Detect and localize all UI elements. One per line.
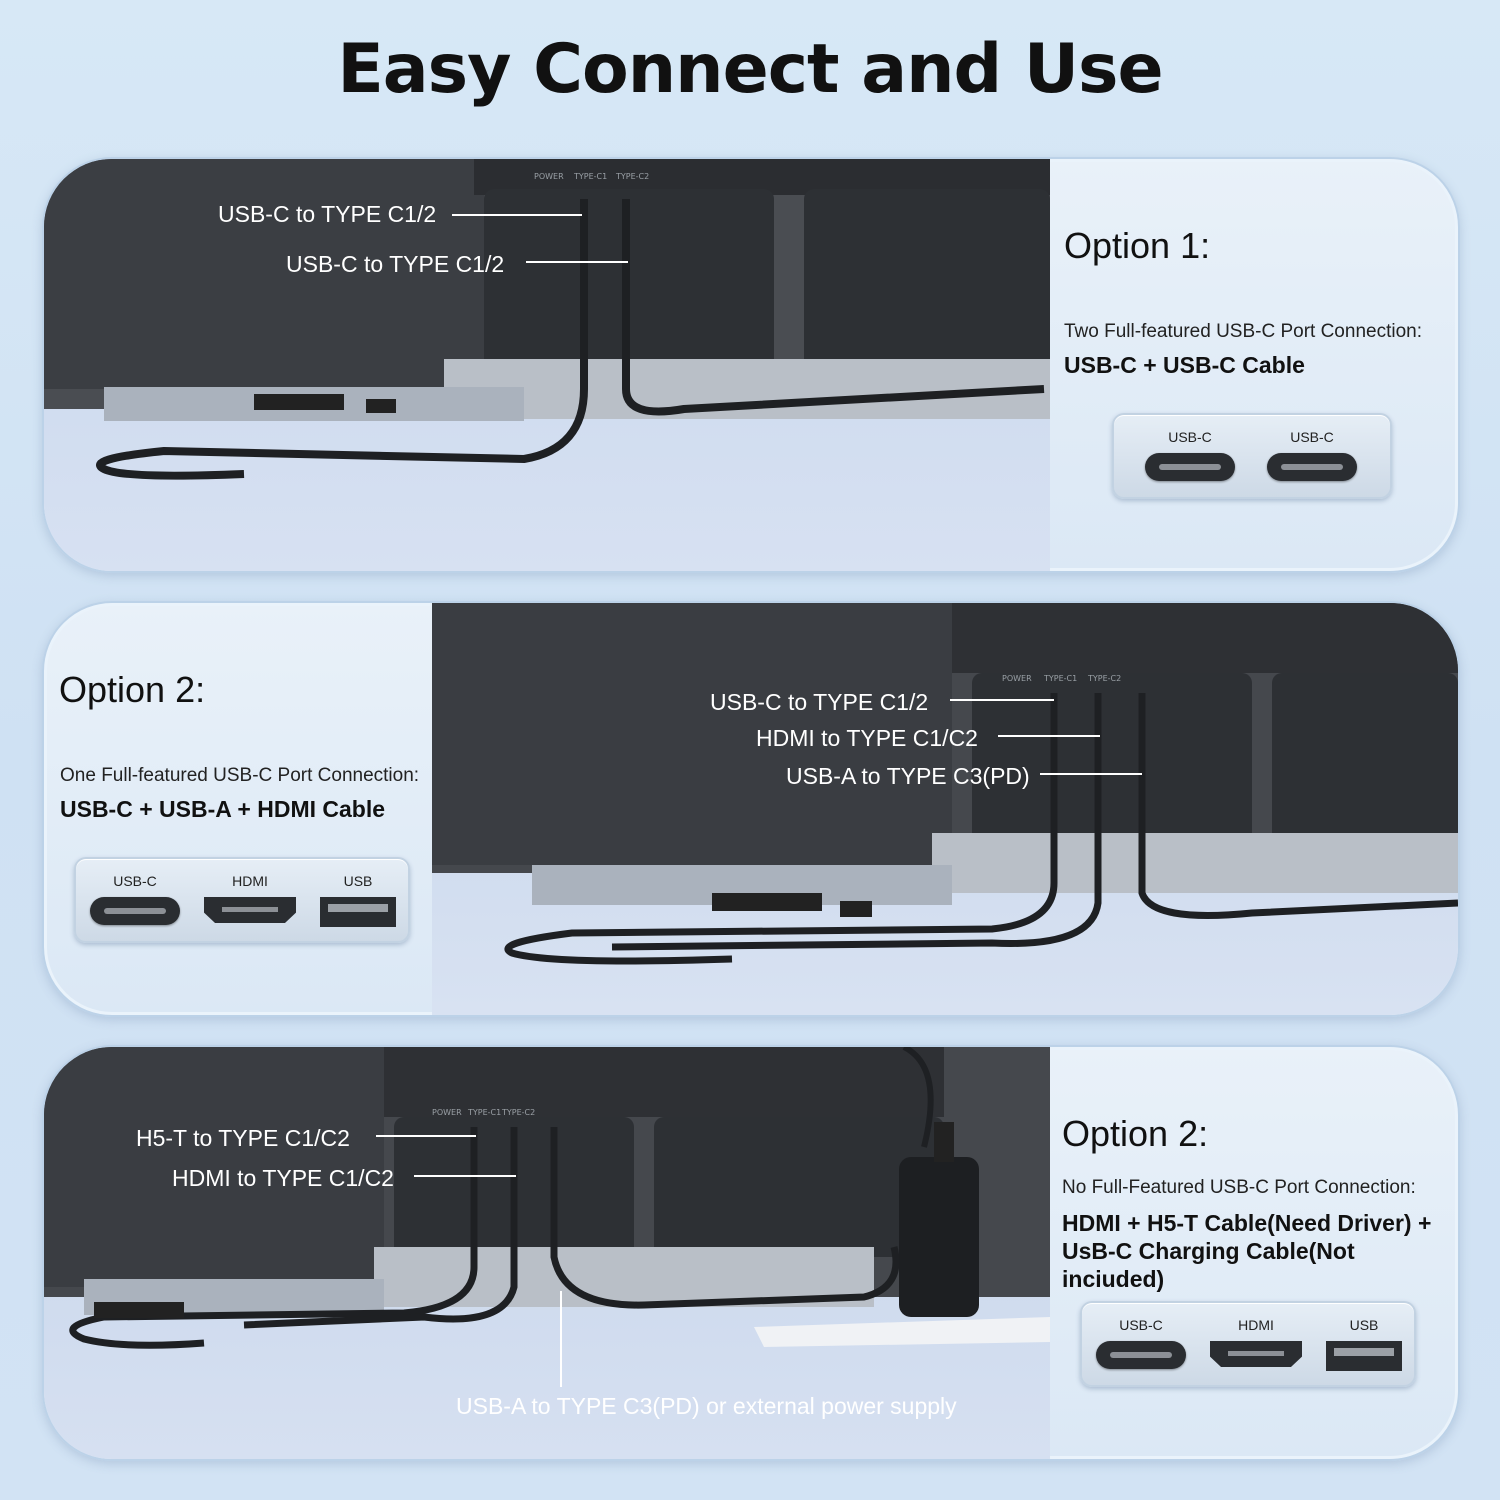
option-1-card: POWER TYPE-C1 TYPE-C2 USB-C to TYPE C1/2… bbox=[42, 157, 1460, 573]
callout-leader-2 bbox=[998, 735, 1100, 737]
callout-usb-a: USB-A to TYPE C3(PD) bbox=[786, 763, 1030, 789]
port-label: USB-C bbox=[1290, 429, 1334, 445]
usb-c-port-icon bbox=[1096, 1341, 1186, 1369]
port-label: USB-C bbox=[113, 873, 157, 889]
hdmi-port-icon bbox=[1210, 1341, 1302, 1367]
option-1-photo: POWER TYPE-C1 TYPE-C2 bbox=[44, 159, 1050, 571]
device-label-power: POWER bbox=[534, 172, 564, 181]
port-usb-a: USB bbox=[308, 873, 408, 927]
port-label: HDMI bbox=[1238, 1317, 1274, 1333]
option-3-card: POWER TYPE-C1 TYPE-C2 H5-T to TYPE C1/C2… bbox=[42, 1045, 1460, 1461]
callout-usb-c-1: USB-C to TYPE C1/2 bbox=[218, 201, 437, 227]
option-2-port-panel: USB-C HDMI USB bbox=[74, 857, 410, 943]
callout-leader-3 bbox=[560, 1291, 562, 1387]
usb-c-port-icon bbox=[1267, 453, 1357, 481]
port-label: USB bbox=[343, 873, 373, 889]
callout-hdmi: HDMI to TYPE C1/C2 bbox=[172, 1165, 394, 1191]
callout-usb-c: USB-C to TYPE C1/2 bbox=[710, 689, 929, 715]
usb-a-port-icon bbox=[320, 897, 396, 927]
option-1-subtitle: Two Full-featured USB-C Port Connection: bbox=[1064, 321, 1422, 342]
device-label-type-c2: TYPE-C2 bbox=[615, 172, 649, 181]
monitor-setup-illustration: POWER TYPE-C1 TYPE-C2 bbox=[432, 603, 1458, 1015]
port-usb-c: USB-C bbox=[1130, 429, 1250, 481]
device-label-power: POWER bbox=[1002, 674, 1032, 683]
page-title: Easy Connect and Use bbox=[337, 30, 1163, 109]
port-usb-a: USB bbox=[1314, 1317, 1414, 1371]
option-2-card: POWER TYPE-C1 TYPE-C2 Option 2: One Full… bbox=[42, 601, 1460, 1017]
callout-hdmi: HDMI to TYPE C1/C2 bbox=[756, 725, 978, 751]
usb-c-port-icon bbox=[1145, 453, 1235, 481]
callout-h5t: H5-T to TYPE C1/C2 bbox=[136, 1125, 350, 1151]
option-2-cable: USB-C + USB-A + HDMI Cable bbox=[60, 796, 386, 822]
port-usb-c: USB-C bbox=[1082, 1317, 1200, 1369]
device-label-type-c2: TYPE-C2 bbox=[1087, 674, 1121, 683]
callout-leader-2 bbox=[414, 1175, 516, 1177]
monitor-setup-illustration: POWER TYPE-C1 TYPE-C2 bbox=[44, 159, 1050, 571]
callout-leader-1 bbox=[452, 214, 582, 216]
port-usb-c: USB-C bbox=[1252, 429, 1372, 481]
callout-usb-c-2: USB-C to TYPE C1/2 bbox=[286, 251, 505, 277]
option-2-photo: POWER TYPE-C1 TYPE-C2 bbox=[432, 603, 1458, 1015]
option-2-subtitle: One Full-featured USB-C Port Connection: bbox=[60, 765, 420, 786]
device-label-type-c1: TYPE-C1 bbox=[1043, 674, 1077, 683]
callout-leader-1 bbox=[950, 699, 1054, 701]
option-2-heading: Option 2: bbox=[59, 669, 206, 710]
port-label: USB-C bbox=[1168, 429, 1212, 445]
port-label: HDMI bbox=[232, 873, 268, 889]
monitor-setup-illustration: POWER TYPE-C1 TYPE-C2 bbox=[44, 1047, 1050, 1459]
usb-c-port-icon bbox=[90, 897, 180, 925]
port-label: USB-C bbox=[1119, 1317, 1163, 1333]
usb-a-port-icon bbox=[1326, 1341, 1402, 1371]
callout-usb-a-power: USB-A to TYPE C3(PD) or external power s… bbox=[456, 1393, 957, 1419]
callout-leader-2 bbox=[526, 261, 628, 263]
option-3-photo: POWER TYPE-C1 TYPE-C2 bbox=[44, 1047, 1050, 1459]
port-hdmi: HDMI bbox=[1200, 1317, 1312, 1367]
option-1-heading: Option 1: bbox=[1064, 225, 1211, 266]
hdmi-port-icon bbox=[204, 897, 296, 923]
callout-leader-1 bbox=[376, 1135, 476, 1137]
device-label-type-c1: TYPE-C1 bbox=[467, 1108, 501, 1117]
device-label-power: POWER bbox=[432, 1108, 462, 1117]
option-3-cable-line-1: HDMI + H5-T Cable(Need Driver) + bbox=[1062, 1210, 1432, 1236]
callout-leader-3 bbox=[1040, 773, 1142, 775]
option-1-cable: USB-C + USB-C Cable bbox=[1064, 352, 1305, 378]
option-1-port-panel: USB-C USB-C bbox=[1112, 413, 1392, 499]
option-3-heading: Option 2: bbox=[1062, 1113, 1209, 1154]
port-label: USB bbox=[1349, 1317, 1379, 1333]
device-label-type-c1: TYPE-C1 bbox=[573, 172, 607, 181]
port-hdmi: HDMI bbox=[194, 873, 306, 923]
device-label-type-c2: TYPE-C2 bbox=[501, 1108, 535, 1117]
option-3-cable-line-2: UsB-C Charging Cable(Not inciuded) bbox=[1062, 1238, 1355, 1292]
option-3-port-panel: USB-C HDMI USB bbox=[1080, 1301, 1416, 1387]
option-3-subtitle: No Full-Featured USB-C Port Connection: bbox=[1062, 1177, 1416, 1198]
port-usb-c: USB-C bbox=[76, 873, 194, 925]
